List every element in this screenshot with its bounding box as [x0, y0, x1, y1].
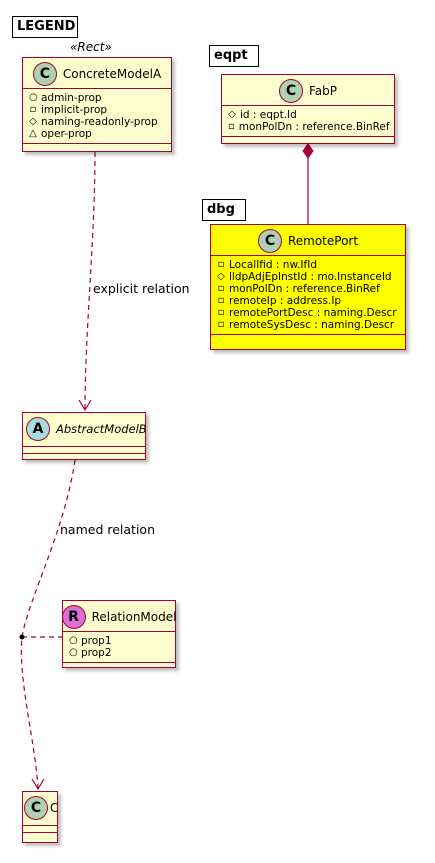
attribute-row: ◇ id : eqpt.Id [228, 109, 388, 121]
public-visibility-icon: ○ [69, 647, 78, 658]
attribute-row: ▫ remotePortDesc : naming.Descr [217, 307, 399, 319]
private-visibility-icon: ▫ [217, 295, 225, 306]
relation-badge-icon: R [61, 605, 86, 629]
legend-package-title: LEGEND [17, 19, 76, 34]
attribute-row: ▫ remoteIp : address.Ip [217, 295, 399, 307]
legend-stereotype: «Rect» [70, 40, 112, 54]
target-c-name: C [50, 801, 59, 815]
attribute-text: remoteIp : address.Ip [229, 295, 342, 307]
class-badge-icon: C [24, 796, 48, 820]
relation-model-name: RelationModel [91, 610, 177, 624]
attribute-row: ○prop2 [69, 647, 169, 659]
class-badge-icon: C [32, 62, 57, 86]
attribute-text: LocalIfid : nw.IfId [229, 259, 317, 271]
private-visibility-icon: ▫ [217, 319, 225, 330]
attribute-text: oper-prop [41, 128, 92, 140]
named-relation-line [20, 459, 76, 789]
remoteport-name: RemotePort [287, 234, 359, 248]
concrete-model-a-header: C ConcreteModelA [23, 58, 171, 88]
abstract-model-b-header: A AbstractModelB [23, 413, 147, 443]
concrete-model-a-class[interactable]: C ConcreteModelA ○admin-prop ▫ implicit-p… [22, 57, 172, 152]
abstract-badge-icon: A [26, 417, 50, 441]
package-visibility-icon: △ [29, 128, 37, 139]
eqpt-package-tab: eqpt [209, 45, 259, 67]
target-c-header: C C [23, 792, 59, 822]
attribute-text: remotePortDesc : naming.Descr [229, 307, 397, 319]
attribute-text: implicit-prop [41, 104, 108, 116]
attribute-row: ○prop1 [69, 635, 169, 647]
attribute-row: ▫monPolDn : reference.BinRef [228, 121, 390, 133]
relation-model-header: R RelationModel [61, 601, 177, 631]
class-badge-icon: C [278, 79, 303, 103]
dbg-package-tab: dbg [202, 199, 246, 221]
attribute-row: ▫ implicit-prop [29, 104, 165, 116]
attribute-text: id : eqpt.Id [240, 109, 297, 121]
attribute-text: lldpAdjEpInstId : mo.InstanceId [229, 271, 392, 283]
public-visibility-icon: ○ [29, 92, 38, 103]
private-visibility-icon: ▫ [29, 104, 37, 115]
protected-visibility-icon: ◇ [29, 116, 37, 127]
public-visibility-icon: ○ [69, 635, 78, 646]
attribute-row: △ oper-prop [29, 128, 165, 140]
target-c-class[interactable]: C C [22, 791, 58, 843]
attribute-row: ○admin-prop [29, 92, 165, 104]
dbg-package-title: dbg [207, 202, 235, 217]
fabp-header: C FabP [222, 75, 394, 105]
fabp-name: FabP [308, 84, 337, 98]
protected-visibility-icon: ◇ [228, 109, 236, 120]
composition-diamond [302, 143, 314, 159]
attribute-row: ▫ remoteSysDesc : naming.Descr [217, 319, 399, 331]
attribute-text: naming-readonly-prop [41, 116, 158, 128]
remoteport-class[interactable]: C RemotePort ▫ LocalIfid : nw.IfId ◇ lldpA… [210, 224, 406, 350]
attribute-row: ▫ monPolDn : reference.BinRef [217, 283, 399, 295]
private-visibility-icon: ▫ [228, 121, 235, 132]
attribute-row: ▫ LocalIfid : nw.IfId [217, 259, 399, 271]
legend-package-tab: LEGEND [12, 16, 78, 38]
concrete-model-a-name: ConcreteModelA [62, 67, 162, 81]
named-relation-arrowhead [31, 778, 45, 791]
explicit-relation-arrowhead [78, 399, 92, 412]
class-badge-icon: C [257, 229, 282, 253]
eqpt-package-title: eqpt [214, 48, 248, 63]
attribute-text: admin-prop [41, 92, 102, 104]
abstract-model-b-class[interactable]: A AbstractModelB [22, 412, 147, 460]
private-visibility-icon: ▫ [217, 307, 225, 318]
remoteport-header: C RemotePort [211, 225, 405, 255]
private-visibility-icon: ▫ [217, 283, 225, 294]
attribute-text: monPolDn : reference.BinRef [229, 283, 380, 295]
attribute-row: ◇ lldpAdjEpInstId : mo.InstanceId [217, 271, 399, 283]
explicit-relation-label: explicit relation [93, 281, 190, 296]
attribute-text: prop2 [81, 647, 112, 659]
abstract-model-b-name: AbstractModelB [56, 422, 147, 436]
fabp-class[interactable]: C FabP ◇ id : eqpt.Id ▫monPolDn : referen… [221, 74, 395, 144]
attribute-text: remoteSysDesc : naming.Descr [229, 319, 395, 331]
attribute-text: prop1 [81, 635, 112, 647]
named-relation-label: named relation [60, 522, 155, 537]
protected-visibility-icon: ◇ [217, 271, 225, 282]
private-visibility-icon: ▫ [217, 259, 225, 270]
association-node [19, 634, 25, 640]
fabp-attributes: ◇ id : eqpt.Id ▫monPolDn : reference.BinR… [222, 106, 394, 136]
attribute-text: monPolDn : reference.BinRef [238, 121, 390, 133]
relation-model-class[interactable]: R RelationModel ○prop1 ○prop2 [61, 600, 177, 668]
relation-model-attributes: ○prop1 ○prop2 [63, 632, 175, 662]
concrete-model-a-attributes: ○admin-prop ▫ implicit-prop ◇ naming-reado… [23, 89, 171, 143]
remoteport-attributes: ▫ LocalIfid : nw.IfId ◇ lldpAdjEpInstId : … [211, 256, 405, 334]
explicit-relation-line [84, 151, 96, 411]
attribute-row: ◇ naming-readonly-prop [29, 116, 165, 128]
